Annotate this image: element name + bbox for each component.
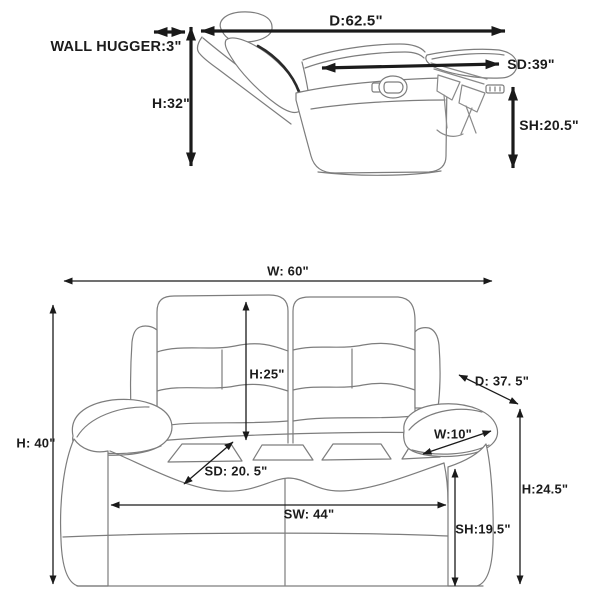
loveseat-drawing [59,294,499,587]
recliner-drawing [196,11,518,176]
recliner-mechanism [430,62,488,137]
loveseat-height-label: H: 40" [16,435,56,451]
loveseat-arm-height-label: H:24.5" [521,481,569,497]
recliner-wall-hugger-label: WALL HUGGER:3" [50,38,182,55]
loveseat-depth-label: D: 37. 5" [474,373,530,389]
recliner-depth-label: D:62.5" [329,12,383,30]
loveseat-seat-depth-label: SD: 20. 5" [204,463,268,479]
loveseat-back-height-label: H:25" [249,366,285,382]
recliner-handle-icon [371,75,408,99]
recliner-dimension-arrows [153,26,518,169]
loveseat-arm-width-label: W:10" [434,426,472,442]
recliner-height-label: H:32" [152,95,190,111]
recliner-seat-depth-label: SD:39" [507,56,555,72]
loveseat-seat-width-label: SW: 44" [283,506,335,522]
recliner-seat-height-label: SH:20.5" [519,117,579,133]
loveseat-dimension-arrows [49,277,524,587]
loveseat-seat-height-label: SH:19.5" [455,521,511,537]
loveseat-width-label: W: 60" [267,263,309,279]
